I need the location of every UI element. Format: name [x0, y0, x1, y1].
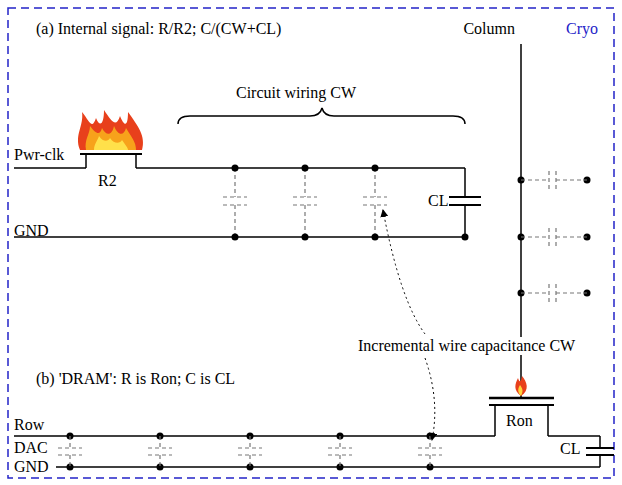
cryo-border — [8, 8, 614, 478]
wire-caps-b — [58, 436, 442, 467]
panel-heading: (b) 'DRAM': R is Ron; C is CL — [36, 370, 235, 388]
wires-a — [14, 108, 481, 237]
signal-name: DAC — [14, 439, 48, 457]
junction-dots — [67, 165, 591, 471]
capacitance-label: CL — [560, 440, 580, 458]
column-label: Column — [463, 20, 515, 38]
signal-name: Row — [14, 416, 44, 434]
wiring-label: Circuit wiring CW — [236, 84, 356, 102]
column-caps — [521, 171, 587, 302]
cryo-label: Cryo — [566, 20, 598, 38]
wires-b — [14, 398, 614, 467]
resistance-label: R2 — [98, 172, 117, 190]
callout-note: Incremental wire capacitance CW — [356, 337, 577, 355]
signal-name: Pwr-clk — [14, 146, 64, 164]
resistance-label: Ron — [506, 412, 533, 430]
ground-label: GND — [14, 458, 49, 476]
leader-lines — [383, 210, 435, 440]
capacitance-label: CL — [428, 192, 448, 210]
ground-label: GND — [14, 222, 49, 240]
wire-caps-a — [223, 168, 387, 237]
panel-heading: (a) Internal signal: R/R2; C/(CW+CL) — [36, 20, 281, 38]
